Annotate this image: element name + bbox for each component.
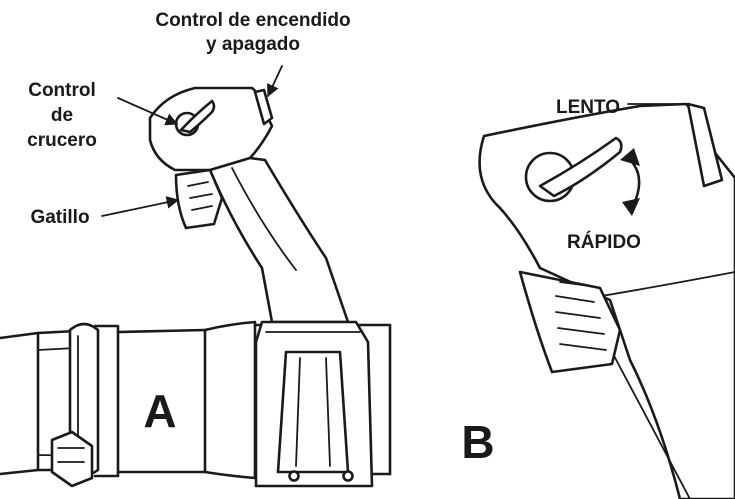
power-control-label-line1: Control de encendido [155, 10, 350, 31]
power-control-label-line2: y apagado [206, 34, 300, 55]
blower-tube [0, 320, 392, 488]
cruise-control-label-line1: Control [28, 80, 96, 101]
slow-label: LENTO [556, 97, 620, 118]
panel-a-letter: A [143, 385, 176, 437]
handle-a [148, 86, 374, 488]
cruise-control-label-line2: de [51, 105, 73, 126]
panel-a: Control de encendido y apagado Control d… [0, 10, 392, 488]
panel-b-letter: B [461, 416, 494, 468]
fast-label: RÁPIDO [567, 231, 641, 253]
trigger-label: Gatillo [30, 207, 89, 228]
panel-b: LENTO RÁPIDO B [461, 97, 735, 499]
cruise-control-label-line3: crucero [27, 130, 97, 151]
